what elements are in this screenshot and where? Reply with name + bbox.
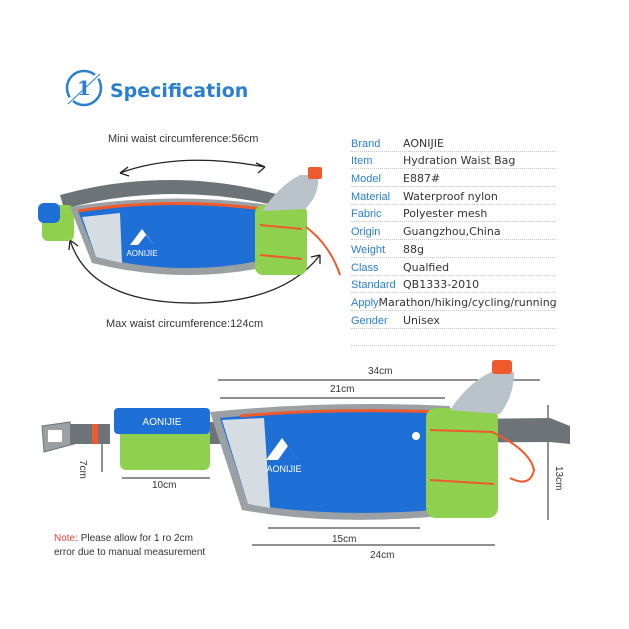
spec-key: Brand [351,137,381,150]
measurement-note: Note: Please allow for 1 ro 2cm error du… [54,532,205,560]
max-circumference-label: Max waist circumference:124cm [106,318,264,330]
spec-key: Material [351,190,391,203]
dim-21cm: 21cm [330,384,355,395]
main-brand-logo: AONIJIE [266,464,301,474]
spec-row: Model E887# [351,169,555,188]
spec-key: Standard [351,279,396,292]
spec-row: Origin Guangzhou,China [351,222,555,241]
spec-row: Standard QB1333-2010 [351,276,555,294]
spec-key: Weight [351,243,386,256]
dim-13cm: 13cm [553,466,564,491]
spec-row: Fabric Polyester mesh [351,205,555,223]
pouch-brand-logo: AONIJIE [143,417,182,428]
section-number-badge: 1 [62,66,106,110]
spec-key [351,344,403,345]
spec-value: Unisex [403,313,440,327]
spec-key: Model [351,173,381,186]
spec-value: Qualfied [403,260,450,274]
spec-key: Item [351,155,373,168]
spec-row: Class Qualfied [351,258,555,276]
dim-10cm: 10cm [152,480,177,491]
spec-value: Polyester mesh [403,207,488,221]
spec-row: Item Hydration Waist Bag [351,152,555,170]
spec-value: AONIJIE [403,136,444,150]
spec-key: Apply [351,296,379,309]
spec-key: Class [351,261,379,274]
note-label: Note: [54,533,78,544]
spec-value: QB1333-2010 [403,278,480,292]
dim-34cm: 34cm [368,366,393,377]
note-line-2: error due to manual measurement [54,547,206,558]
mini-circumference-label: Mini waist circumference:56cm [108,133,259,145]
spec-row: Brand AONIJIE [351,134,555,152]
note-line-1: Please allow for 1 ro 2cm [80,533,193,544]
top-brand-logo: AONIJIE [126,249,157,258]
spec-value: Marathon/hiking/cycling/running [378,295,557,309]
spec-row: Weight 88g [351,240,555,258]
spec-value: E887# [403,172,441,186]
spec-key: Gender [351,314,388,327]
section-number: 1 [77,76,91,100]
spec-value: 88g [403,242,424,256]
top-bag-illustration: AONIJIE [38,159,341,304]
spec-row: Gender Unisex [351,311,555,329]
dim-24cm: 24cm [370,550,395,561]
spec-row [351,329,555,347]
spec-key: Fabric [351,208,382,221]
spec-value: Guangzhou,China [403,225,501,239]
dim-7cm: 7cm [77,460,88,479]
spec-key: Origin [351,226,381,239]
page-title: Specification [110,80,249,102]
spec-value: Hydration Waist Bag [403,154,516,168]
spec-row: Material Waterproof nylon [351,187,555,205]
spec-value: Waterproof nylon [403,189,498,203]
spec-value [403,344,555,345]
bottom-bag-illustration: AONIJIE AONIJIE [41,360,570,546]
dim-15cm: 15cm [332,534,357,545]
